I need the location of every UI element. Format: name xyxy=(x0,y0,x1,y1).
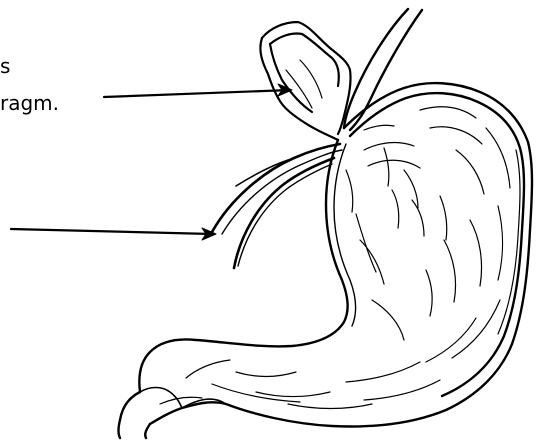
callout-label-top-line-2: ragm. xyxy=(0,91,59,115)
pointer-arrow-bottom xyxy=(11,228,216,240)
hernia-pouch xyxy=(260,22,350,140)
diaphragm xyxy=(212,144,342,268)
gastric-rugae xyxy=(186,107,510,409)
callout-label-top-line-1: s xyxy=(0,54,10,78)
stomach-body xyxy=(119,83,533,438)
esophagus xyxy=(344,9,422,130)
pointer-arrow-top xyxy=(104,84,292,97)
